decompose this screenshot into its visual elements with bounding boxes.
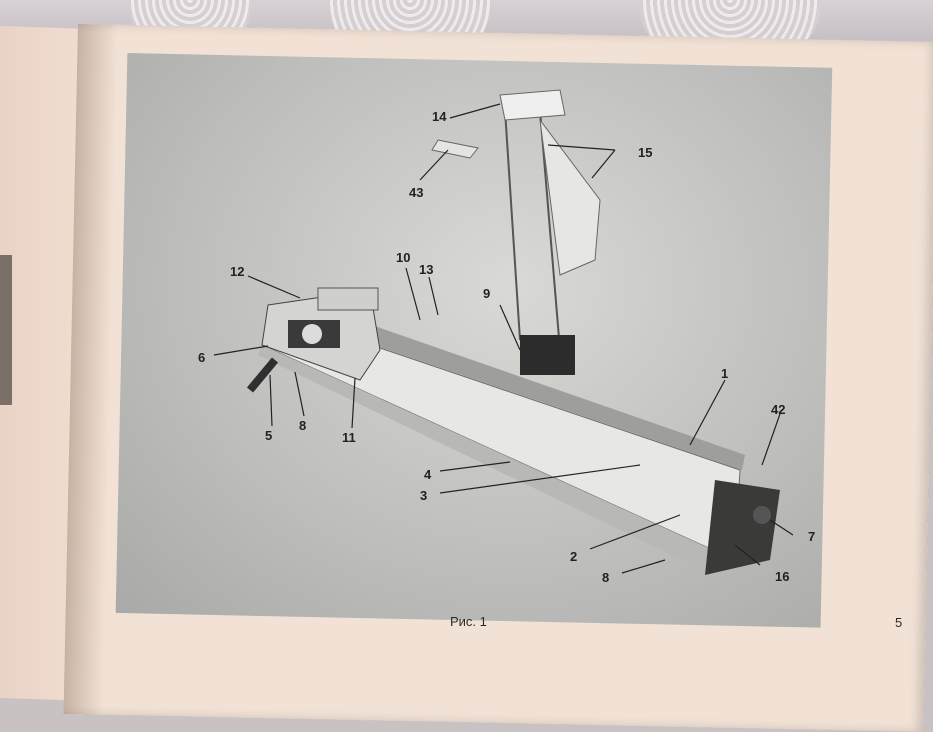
- callout-5: 5: [265, 428, 272, 443]
- callout-15: 15: [638, 145, 652, 160]
- figure-caption: Рис. 1: [450, 614, 487, 629]
- needle-rail: [300, 300, 745, 470]
- left-page-photo-edge: [0, 255, 12, 405]
- tension-arms: [499, 89, 566, 121]
- callout-8: 8: [299, 418, 306, 433]
- callout-1: 1: [721, 366, 728, 381]
- carriage-top: [317, 287, 379, 311]
- callout-9: 9: [483, 286, 490, 301]
- callout-8: 8: [602, 570, 609, 585]
- callout-6: 6: [198, 350, 205, 365]
- callout-12: 12: [230, 264, 244, 279]
- callout-3: 3: [420, 488, 427, 503]
- carriage-handle: [246, 357, 279, 393]
- callout-leaders: [213, 103, 794, 574]
- callout-2: 2: [570, 549, 577, 564]
- callout-43: 43: [409, 185, 423, 200]
- clamp-knob: [753, 506, 771, 524]
- callout-14: 14: [432, 109, 447, 124]
- callout-7: 7: [808, 529, 815, 544]
- callout-42: 42: [771, 402, 785, 417]
- tension-bracket: [431, 139, 479, 159]
- needle-bed-front: [258, 345, 735, 578]
- knitting-machine-figure: 1 2 3 4 5 6 7 8 8 9 10 11 12 13 14 15 16…: [198, 89, 815, 585]
- callout-10: 10: [396, 250, 410, 265]
- end-clamp: [705, 480, 780, 575]
- carriage-dial: [302, 324, 322, 344]
- callout-11: 11: [342, 430, 356, 445]
- callout-13: 13: [419, 262, 433, 277]
- page-number: 5: [895, 615, 903, 630]
- yarn-guide-panel: [539, 118, 601, 276]
- callout-4: 4: [424, 467, 432, 482]
- tension-mast: [539, 109, 561, 351]
- callout-16: 16: [775, 569, 789, 584]
- tension-mast: [504, 109, 521, 341]
- table-clamp: [520, 335, 575, 375]
